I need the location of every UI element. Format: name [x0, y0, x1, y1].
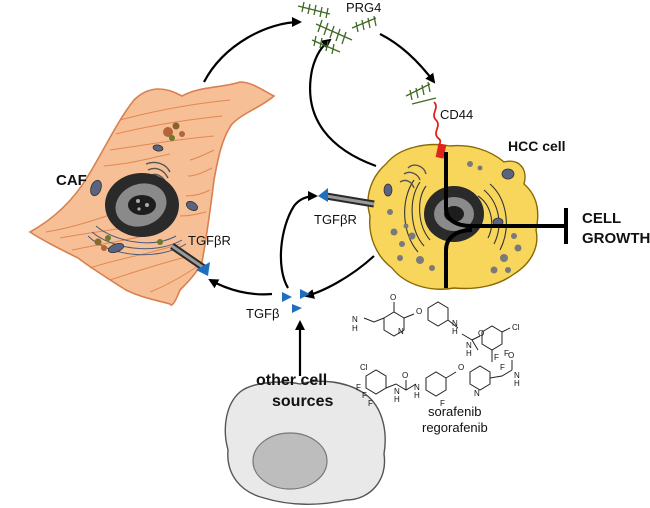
other-sources-label-line1: other cell [256, 372, 328, 389]
sorafenib-atom-n2: N [398, 327, 404, 336]
hcc-cell-label: HCC cell [508, 138, 566, 154]
caf-cell [28, 81, 276, 306]
tgfbr-left-receptor-head [196, 262, 210, 276]
hcc-to-tgfb-arrow [304, 255, 375, 299]
sorafenib-atom-n4: N [466, 341, 472, 350]
tgfb-label: TGFβ [246, 306, 280, 321]
sorafenib-atom-h1: H [352, 324, 358, 333]
other-sources-label-line2: sources [272, 393, 334, 410]
regorafenib-atom-f4: F [440, 399, 445, 408]
growth-signal-lines [444, 152, 568, 288]
sorafenib-structure [363, 301, 511, 362]
prg4-to-cd44-arrow [379, 33, 436, 84]
sorafenib-atom-h3: H [466, 349, 472, 358]
cell-growth-label-line2: GROWTH [582, 230, 650, 247]
caf-to-prg4-arrow [203, 17, 302, 83]
signaling-arrows [203, 17, 436, 376]
regorafenib-structure [365, 360, 513, 397]
tgfb-ligands [282, 289, 310, 313]
hcc-cell [367, 143, 539, 290]
prg4-molecules [297, 1, 437, 105]
regorafenib-atom-cl: Cl [360, 363, 368, 372]
tgfb-to-hcc-arrow [279, 191, 318, 289]
sorafenib-atom-h2: H [452, 327, 458, 336]
regorafenib-atom-h1: H [394, 395, 400, 404]
sorafenib-atom-n3: N [452, 319, 458, 328]
regorafenib-atom-h3: H [514, 379, 520, 388]
tgfbr-left-label: TGFβR [188, 233, 231, 248]
tgfbr-right-receptor [318, 188, 375, 208]
sorafenib-atom-n1: N [352, 315, 358, 324]
regorafenib-atom-f3: F [368, 399, 373, 408]
regorafenib-atom-o2: O [458, 363, 464, 372]
sorafenib-atom-o3: O [478, 329, 484, 338]
drug-regorafenib-label: regorafenib [422, 420, 488, 435]
regorafenib-atom-n3: N [514, 371, 520, 380]
sorafenib-atom-o2: O [416, 307, 422, 316]
tgfbr-right-label: TGFβR [314, 212, 357, 227]
regorafenib-atom-o3: O [508, 351, 514, 360]
regorafenib-atom-f1: F [356, 383, 361, 392]
hcc-to-prg4-arrow [309, 38, 377, 168]
cd44-label: CD44 [440, 107, 474, 122]
regorafenib-atom-f2: F [362, 391, 367, 400]
sorafenib-atom-f1: F [494, 353, 499, 362]
sorafenib-atom-f2: F [504, 349, 509, 358]
regorafenib-atom-n2: N [414, 383, 420, 392]
tgfb-to-caf-arrow [208, 279, 273, 296]
sorafenib-atom-cl: Cl [512, 323, 520, 332]
cell-growth-label-line1: CELL [582, 210, 622, 227]
regorafenib-atom-n1: N [394, 387, 400, 396]
other-cell [224, 380, 386, 505]
regorafenib-atom-h2: H [414, 391, 420, 400]
caf-label: CAF [56, 172, 87, 189]
sorafenib-atom-o1: O [390, 293, 396, 302]
prg4-label: PRG4 [346, 0, 382, 15]
regorafenib-atom-o1: O [402, 371, 408, 380]
regorafenib-atom-n4: N [474, 389, 480, 398]
sorafenib-atom-f3: F [500, 363, 505, 372]
drug-sorafenib-label: sorafenib [428, 404, 482, 419]
structure-atom-labels: N H O N O N H N H O Cl F F F Cl F F F N … [352, 293, 520, 408]
